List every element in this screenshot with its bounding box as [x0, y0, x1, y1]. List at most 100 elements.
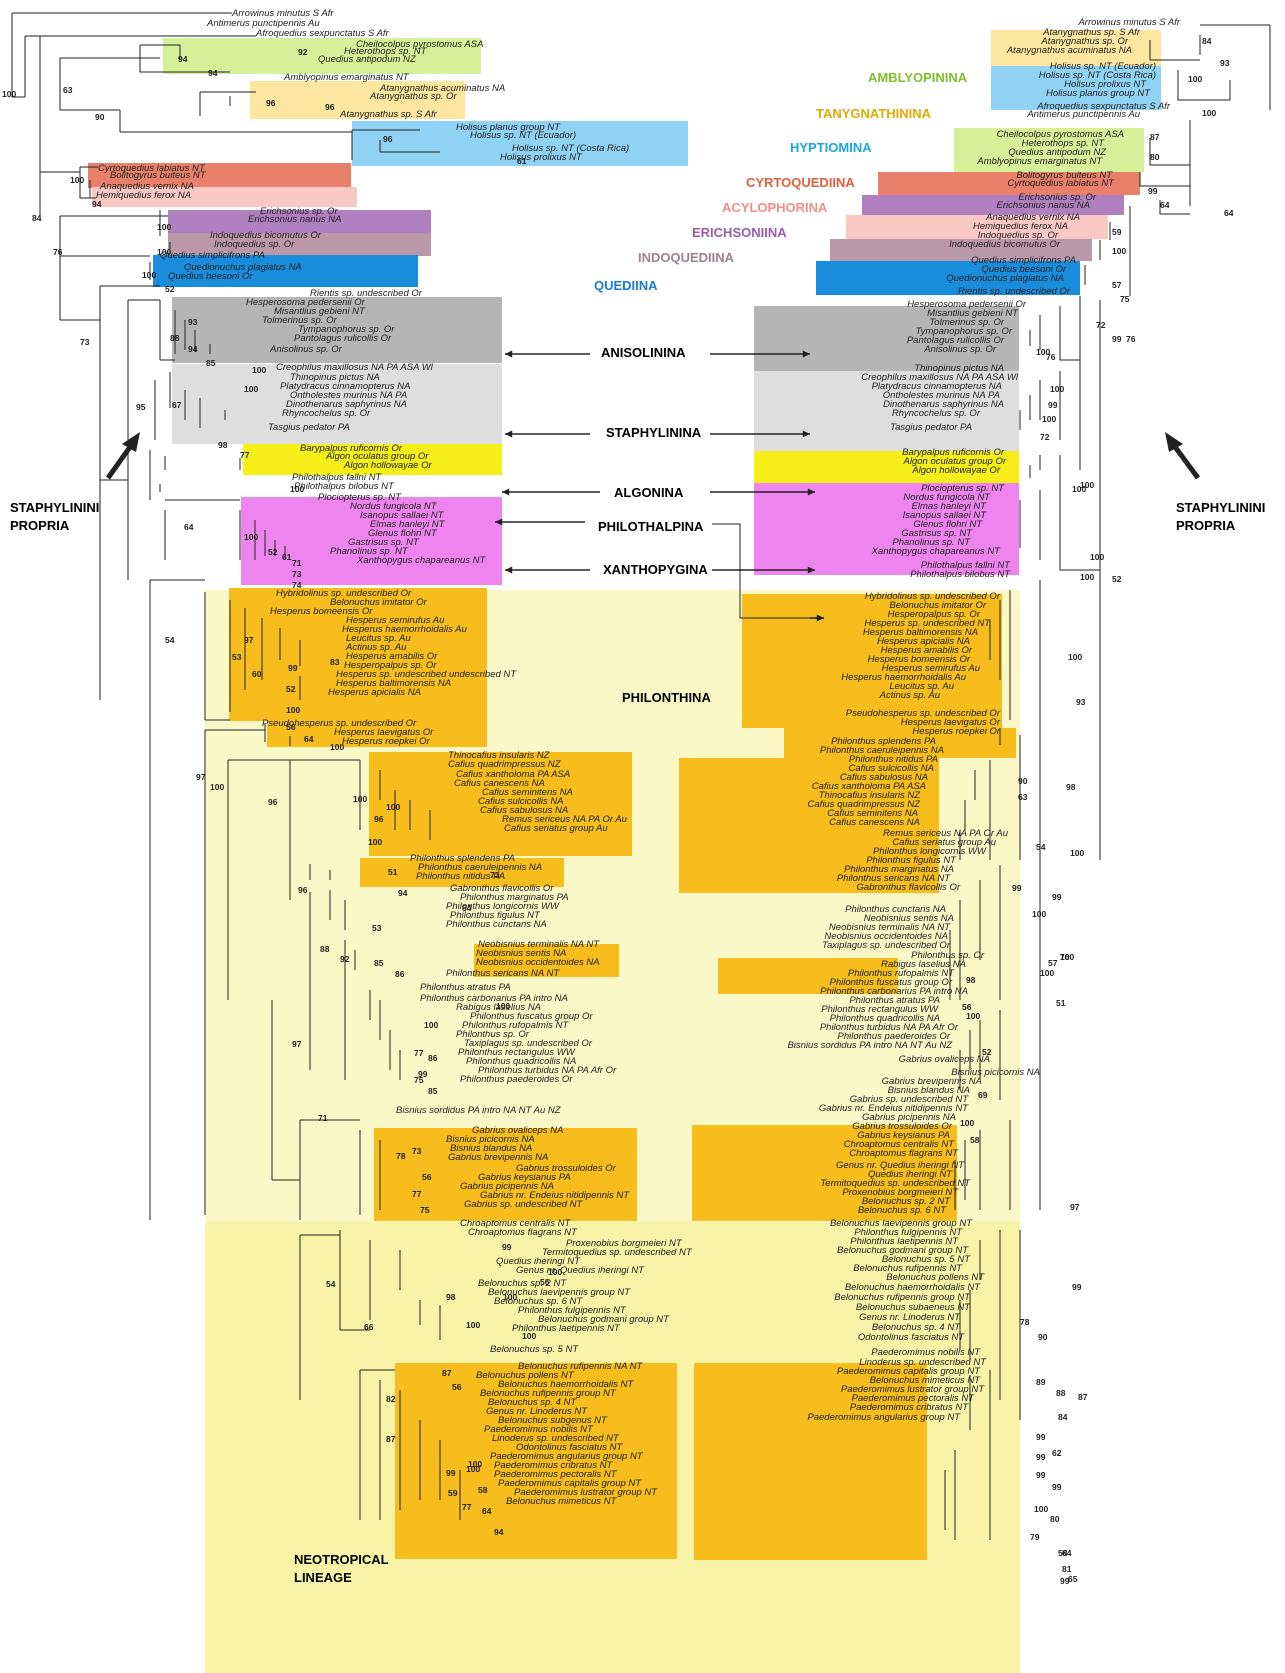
taxon-label-left: Philonthus quadricollis NA	[466, 1056, 576, 1067]
support-value-right: 62	[1052, 1448, 1062, 1458]
taxon-label-right: Belonuchus sp. 4 NT	[872, 1322, 961, 1333]
taxon-label-right: Hesperus laevigatus Or	[901, 717, 1001, 728]
tanygnathinina-box-right	[991, 30, 1161, 66]
taxon-label-left: Hesperus laevigatus Or	[334, 727, 434, 738]
taxon-label-left: Algon oculatus group Or	[325, 451, 429, 462]
branch-ambly-right	[1139, 120, 1191, 215]
support-value-left: 71	[318, 1113, 328, 1123]
taxon-label-right: Belonuchus godmani group NT	[837, 1245, 969, 1256]
support-value-left: 99	[288, 663, 298, 673]
support-value-right: 98	[1066, 782, 1076, 792]
taxon-label-right: Philothalpus fallni NT	[921, 560, 1011, 571]
support-value-left: 99	[418, 1069, 428, 1079]
taxon-label-right: Belonuchus imitator Or	[889, 600, 986, 611]
label-indoquediina: INDOQUEDIINA	[638, 250, 735, 265]
taxon-label-left: Holisus planus group NT	[456, 122, 561, 133]
taxon-label-left: Philonthus nitidus PA	[416, 871, 505, 882]
indoquediina-box-right	[830, 239, 1092, 261]
taxon-label-right: Holisus planus group NT	[1046, 88, 1151, 99]
support-value-left: 86	[395, 969, 405, 979]
label-neotropical: NEOTROPICAL	[294, 1552, 389, 1567]
branch-phil3-left	[344, 940, 401, 1080]
support-value-left: 75	[414, 1075, 424, 1085]
taxon-label-right: Tolmerinus sp. Or	[929, 317, 1004, 328]
taxon-label-left: Philonthus laetipennis NT	[512, 1323, 621, 1334]
taxon-label-left: Pseudohesperus sp. undescribed Or	[262, 718, 417, 729]
branch-belon-left	[369, 1240, 461, 1520]
taxon-label-right: Genus nr. Linoderus NT	[859, 1312, 961, 1323]
support-value-left: 99	[502, 1242, 512, 1252]
support-value-right: 81	[1062, 1564, 1072, 1574]
taxon-label-right: Thinopinus pictus NA	[914, 363, 1004, 374]
arrow-anisolinina-right-head	[802, 350, 810, 358]
label-lineage: LINEAGE	[294, 1570, 352, 1585]
taxon-label-right: Anaquedius vernix NA	[985, 212, 1080, 223]
taxon-label-right: Paederomimus capitalis group NT	[837, 1366, 981, 1377]
acylophorina-box-left	[92, 187, 357, 207]
label-acylophorina: ACYLOPHORINA	[722, 200, 828, 215]
taxon-label-right: Rabigus laselius NA	[881, 959, 966, 970]
arrow-xanthopygina-left-head	[505, 566, 513, 574]
support-value-left: 73	[80, 337, 90, 347]
taxon-label-right: Cafius sabulosus NA	[840, 772, 928, 783]
taxon-label-right: Gabrius nr. Endeius nitidipennis NT	[819, 1103, 969, 1114]
support-value-left: 74	[292, 580, 302, 590]
taxon-label-right: Neobisnius terminalis NA NT	[829, 922, 951, 933]
label-cyrtoquediina: CYRTOQUEDIINA	[746, 175, 855, 190]
support-value-left: 98	[446, 1292, 456, 1302]
support-value-left: 73	[412, 1146, 422, 1156]
staphylinina-box-right	[754, 371, 1019, 451]
taxon-label-right: Philonthus fulgipennis NT	[854, 1227, 963, 1238]
branch-tany-left	[199, 91, 256, 116]
belonuchus-box-left	[395, 1363, 677, 1559]
support-value-right: 58	[1058, 1548, 1068, 1558]
taxon-label-right: Paederomimus cribratus NT	[850, 1402, 969, 1413]
taxon-label-left: Amblyopinus emarginatus NT	[283, 72, 410, 83]
branch-gabr-right	[954, 1120, 1011, 1210]
taxon-label-left: Atanygnathus sp. Or	[369, 91, 457, 102]
taxon-label-right: Algon hollowayae Or	[911, 465, 1000, 476]
support-value-right: 52	[1112, 574, 1122, 584]
support-value-right: 99	[1048, 400, 1058, 410]
arrow-philothalpina-right-head-head	[816, 614, 824, 622]
taxon-label-left: Philonthus splendens PA	[410, 853, 515, 864]
taxon-label-right: Chroaptomus flagrans NT	[849, 1148, 959, 1159]
taxon-label-left: Belonuchus haemorrhoidalis NT	[498, 1379, 634, 1390]
taxon-label-left: Philonthus paederoides Or	[460, 1074, 573, 1085]
branch-xantho-left	[164, 510, 286, 560]
taxon-label-right: Heterothops sp. NT	[1022, 138, 1106, 149]
branch-xantho-right	[1019, 300, 1101, 860]
taxon-label-left: Hesperus haemorrhoidalis Au	[342, 624, 468, 635]
support-value-left: 53	[372, 923, 382, 933]
taxon-label-left: Philonthus atratus PA	[420, 982, 511, 993]
taxon-label-right: Philonthus carbonarius PA intro NA	[820, 986, 968, 997]
taxon-label-left: Belonuchus rufipennis NA NT	[518, 1361, 643, 1372]
label-hyptiomina: HYPTIOMINA	[790, 140, 872, 155]
taxon-label-left: Dinothenarus saphyrinus NA	[286, 399, 407, 410]
taxon-label-right: Hesperus haemorrhoidalis Au	[841, 672, 967, 683]
taxon-label-right: Holisus sp. NT (Ecuador)	[1050, 61, 1156, 72]
taxon-label-left: Hesperus semirufus Au	[346, 615, 445, 626]
cafius-box-right	[679, 758, 939, 893]
branch-basal-left	[39, 35, 160, 172]
taxon-label-right: Rhyncochelus sp. Or	[892, 408, 981, 419]
taxon-label-left: Gabrius trossuloides Or	[516, 1163, 617, 1174]
taxon-label-right: Bolitogyrus buiteus NT	[1016, 170, 1113, 181]
support-value-left: 96	[266, 98, 276, 108]
label-anisolinina: ANISOLININA	[601, 345, 686, 360]
taxon-label-right: Linoderus sp. undescribed NT	[859, 1357, 987, 1368]
taxon-label-right: Philonthus fuscatus group Or	[829, 977, 952, 988]
taxon-label-right: Glenus flohri NT	[913, 519, 983, 530]
support-value-right: 88	[1056, 1388, 1066, 1398]
label-algonina: ALGONINA	[614, 485, 684, 500]
support-value-left: 66	[364, 1322, 374, 1332]
support-value-left: 100	[290, 484, 304, 494]
arrow-staphylinina-left-head	[505, 430, 513, 438]
taxon-label-left: Quedius iheringi NT	[496, 1256, 581, 1267]
xanthopygina-box-right	[754, 483, 1019, 575]
taxon-label-left: Heterothops sp. NT	[344, 46, 428, 57]
support-value-right: 87	[1150, 132, 1160, 142]
anisolinina-box-right	[754, 306, 1019, 371]
taxon-label-right: Belonuchus rufipennis group NT	[834, 1292, 971, 1303]
hyptiomina-box-left	[352, 121, 688, 166]
